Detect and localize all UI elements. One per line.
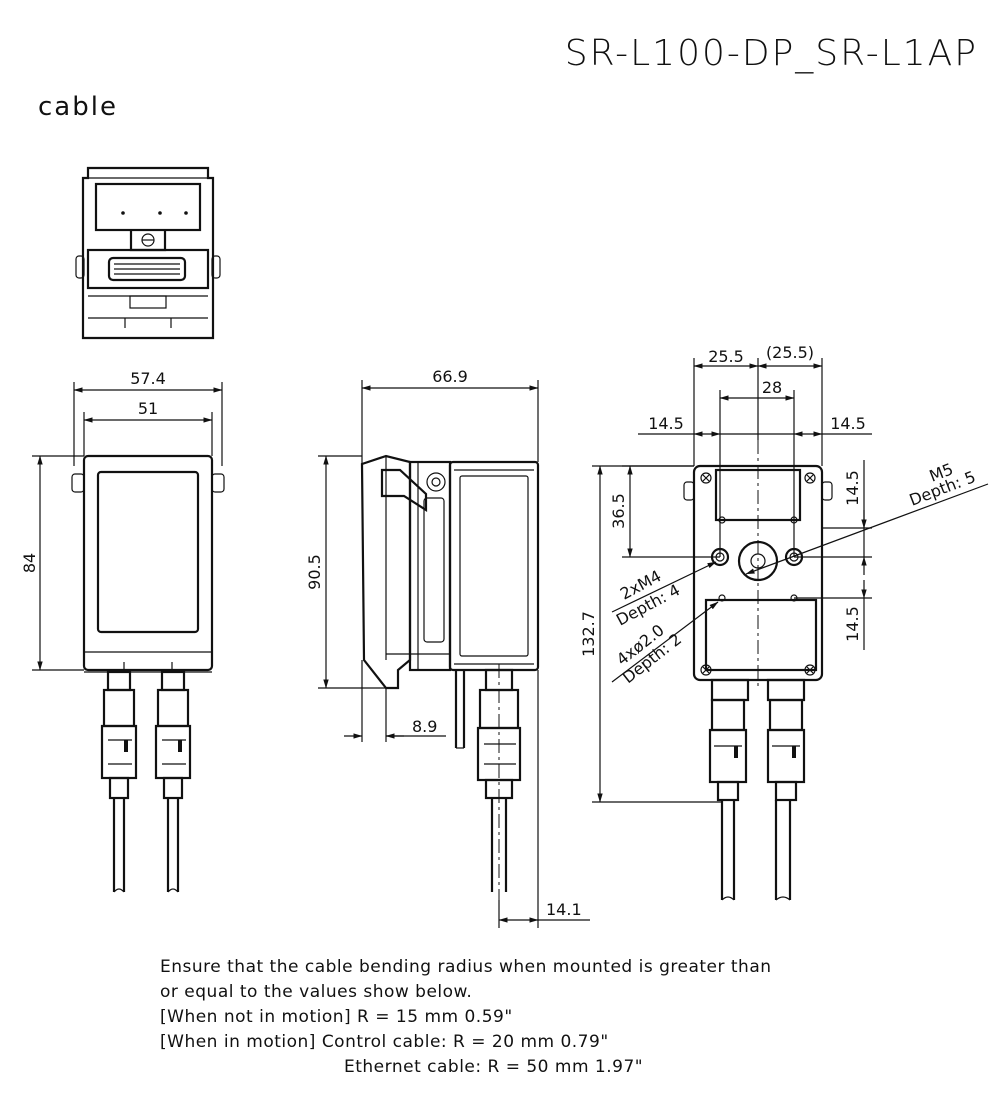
dim-front-height: 84	[20, 553, 39, 573]
dim-side-depth: 66.9	[432, 367, 468, 386]
note-line-1: Ensure that the cable bending radius whe…	[160, 957, 772, 977]
side-connector	[476, 664, 522, 900]
top-view	[75, 166, 221, 340]
note-line-4: [When in motion] Control cable: R = 20 m…	[160, 1032, 609, 1052]
dim-rear-hole-spacing: 28	[762, 378, 782, 397]
note-line-2: or equal to the values show below.	[160, 982, 472, 1002]
cable-notes: Ensure that the cable bending radius whe…	[160, 957, 772, 1077]
note-line-5: Ethernet cable: R = 50 mm 1.97"	[344, 1057, 643, 1077]
dim-rear-top-offset: 36.5	[609, 493, 628, 529]
note-line-3: [When not in motion] R = 15 mm 0.59"	[160, 1007, 513, 1027]
dim-rear-half-width-ref: (25.5)	[766, 343, 814, 362]
rear-connector-left	[708, 698, 748, 901]
dim-side-height: 90.5	[305, 554, 324, 590]
dim-rear-total-height: 132.7	[579, 611, 598, 657]
dim-front-width-inner: 51	[138, 399, 158, 418]
front-view: 57.4 51 84	[20, 369, 225, 893]
connector-left	[100, 670, 138, 893]
rear-view: 25.5 (25.5) 28 14.5 14.5 36.5 132.7 1	[579, 343, 989, 901]
dim-side-bracket: 8.9	[412, 717, 437, 736]
model-title: SR-L100-DP_SR-L1AP	[565, 33, 978, 74]
rear-connector-right	[766, 698, 806, 901]
connector-right	[154, 670, 192, 893]
variant-label: cable	[38, 92, 118, 122]
dim-front-width-outer: 57.4	[130, 369, 166, 388]
dim-rear-upper-pitch: 14.5	[843, 470, 862, 506]
dim-rear-left-margin: 14.5	[648, 414, 684, 433]
dim-rear-lower-pitch: 14.5	[843, 606, 862, 642]
dim-rear-right-margin: 14.5	[830, 414, 866, 433]
side-view: 66.9 90.5 8.9 14.1	[305, 367, 590, 928]
dim-side-cable: 14.1	[546, 900, 582, 919]
dim-rear-half-width: 25.5	[708, 347, 744, 366]
